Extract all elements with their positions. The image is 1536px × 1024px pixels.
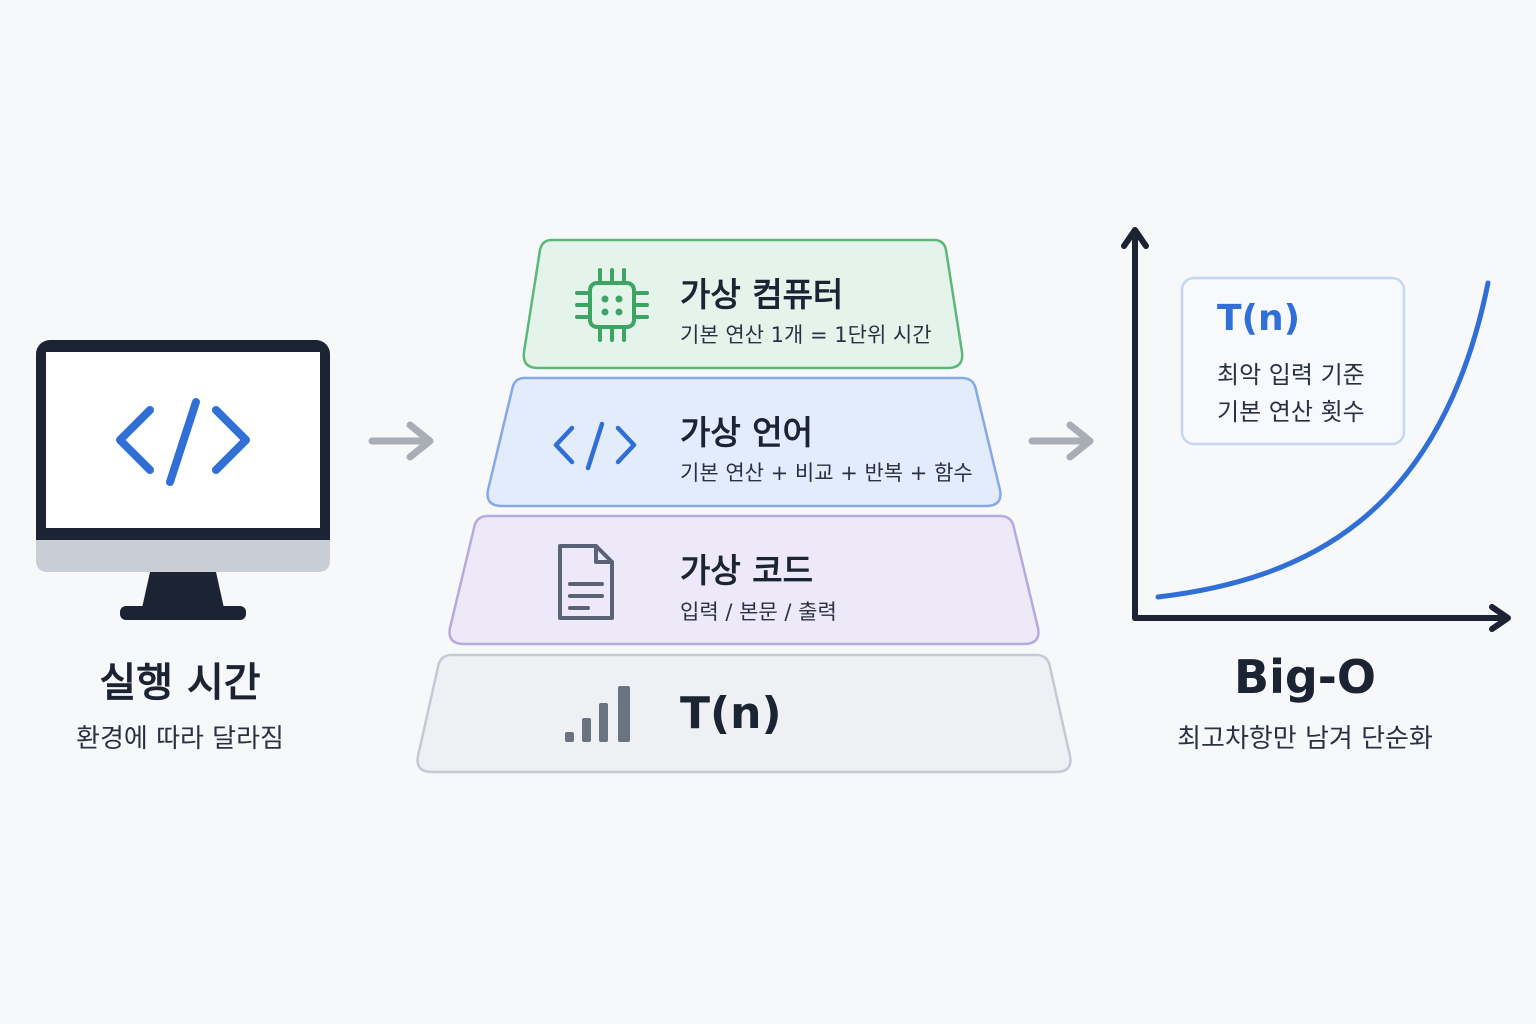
document-icon (558, 544, 614, 620)
tn-box-line2: 기본 연산 횟수 (1217, 398, 1365, 426)
layer-virtual-language-subtitle: 기본 연산 + 비교 + 반복 + 함수 (680, 461, 973, 485)
arrow-right-icon (1028, 421, 1094, 461)
growth-curve (1155, 280, 1491, 600)
layer-tn (416, 653, 1072, 774)
layer-virtual-language (486, 376, 1002, 508)
runtime-subtitle: 환경에 따라 달라짐 (76, 724, 284, 754)
tn-info-box (1180, 276, 1406, 446)
bar-signal-icon (565, 686, 630, 742)
layer-virtual-code-title: 가상 코드 (680, 551, 813, 590)
layer-virtual-computer-title: 가상 컴퓨터 (680, 275, 844, 314)
graph-axes (1121, 227, 1511, 632)
monitor-code-icon (36, 340, 330, 620)
bigo-subtitle: 최고차항만 남겨 단순화 (1177, 724, 1433, 754)
chip-icon (575, 268, 649, 342)
layer-virtual-code-subtitle: 입력 / 본문 / 출력 (680, 600, 837, 624)
layer-virtual-computer-subtitle: 기본 연산 1개 = 1단위 시간 (680, 323, 932, 347)
tn-box-title: T(n) (1217, 298, 1301, 339)
arrow-right-icon (368, 421, 434, 461)
layer-tn-title: T(n) (680, 688, 782, 739)
layer-virtual-computer (522, 238, 964, 370)
layer-virtual-language-title: 가상 언어 (680, 413, 813, 452)
runtime-title: 실행 시간 (99, 660, 261, 706)
code-icon (553, 421, 637, 471)
bigo-title: Big-O (1234, 650, 1376, 704)
tn-box-line1: 최악 입력 기준 (1217, 361, 1365, 389)
